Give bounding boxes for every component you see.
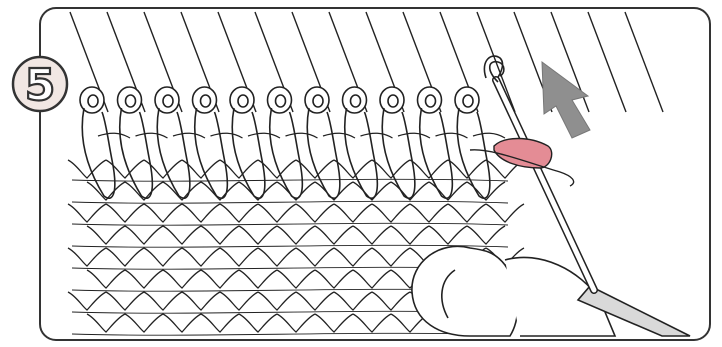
needle-loop-hole xyxy=(388,95,398,107)
needle-loop-hole xyxy=(313,95,323,107)
step-number-badge: 5 xyxy=(13,57,67,111)
needle-loop-hole xyxy=(238,95,248,107)
step-number: 5 xyxy=(25,60,56,111)
needle-loop-hole xyxy=(426,95,436,107)
needle-loop-hole xyxy=(351,95,361,107)
needle-loop-hole xyxy=(276,95,286,107)
needle-loop-hole xyxy=(126,95,136,107)
needle-loop-hole xyxy=(463,95,473,107)
needle-loop-hole xyxy=(163,95,173,107)
needle-loop-hole xyxy=(88,95,98,107)
needle-loop-hole xyxy=(201,95,211,107)
